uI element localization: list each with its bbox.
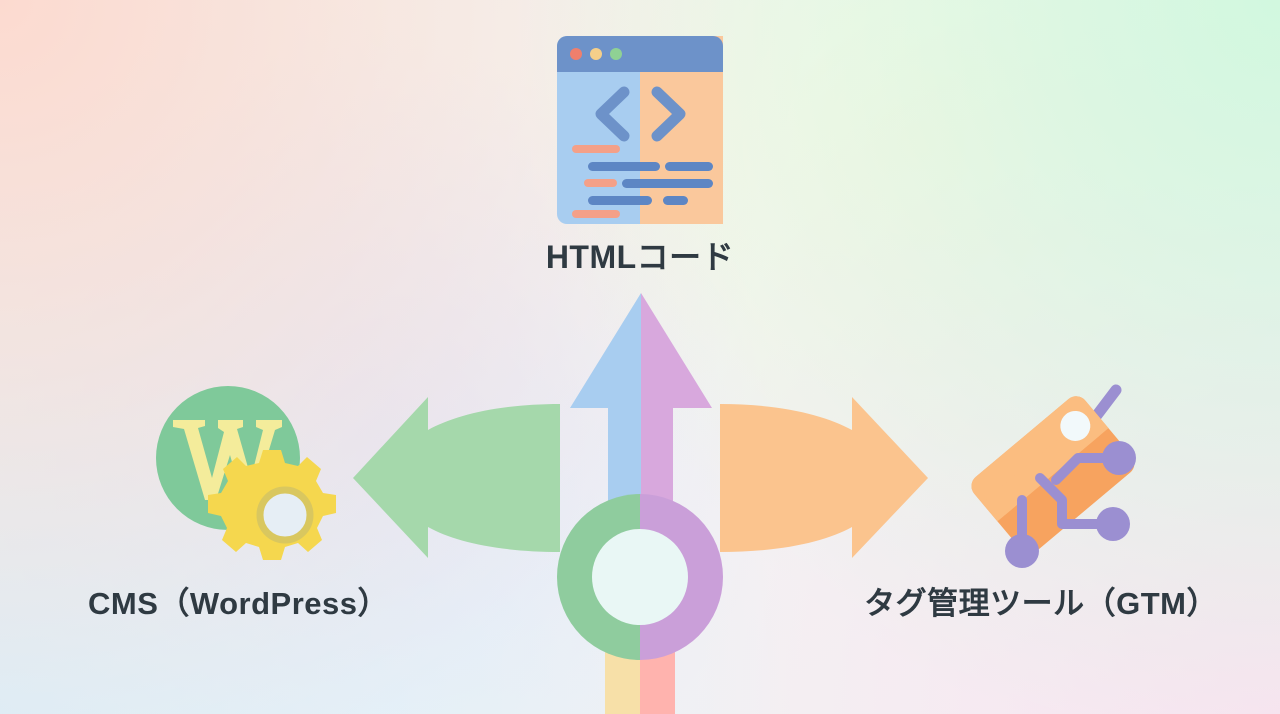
node-label-html: HTMLコード (545, 239, 735, 275)
wordpress-gear-icon (156, 386, 336, 560)
arrow-right (720, 397, 928, 558)
arrow-left (353, 397, 560, 558)
ring-hub (557, 494, 723, 660)
node-label-gtm: タグ管理ツール（GTM） (864, 586, 1218, 621)
gear-icon (208, 450, 336, 560)
code-window-icon (557, 36, 723, 224)
node-label-cms: CMS（WordPress） (88, 586, 389, 621)
tag-circuit-icon (971, 384, 1136, 568)
